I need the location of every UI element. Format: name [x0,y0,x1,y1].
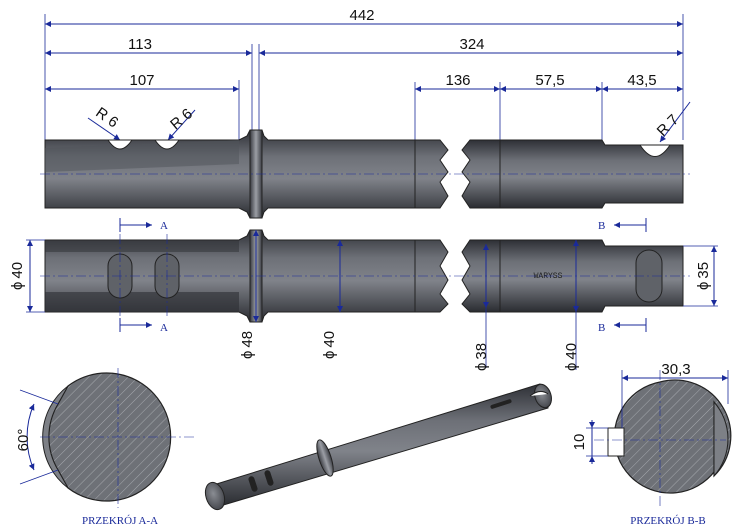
section-markers-bottom: A B [119,318,647,334]
dia-48-symbol: ϕ [239,351,256,359]
dim-43-5: 43,5 [627,72,656,89]
dia-40-right-value: 40 [563,343,580,360]
dimension-right-sections: 136 57,5 43,5 [414,72,683,140]
dim-30-3: 30,3 [661,361,690,378]
dimension-113-324: 113 324 [45,36,683,140]
section-markers-top: A B [119,218,647,232]
dia-48-value: 48 [239,331,256,348]
dia-35: ϕ 35 [695,262,712,290]
section-a-title: PRZEKRÓJ A-A [82,515,158,527]
radius-right-label: R 7 [654,111,683,140]
dia-40-left-value: 40 [9,262,26,279]
section-b-marker-top: B [598,220,605,232]
dim-10: 10 [571,434,588,451]
dia-40-body-symbol: ϕ [321,351,338,359]
section-a-marker-bottom: A [160,322,168,334]
shaft-top-view [40,129,690,219]
dia-48: ϕ 48 [239,331,256,359]
radius-left-1-label: R 6 [92,104,121,131]
dia-38: ϕ 38 [473,343,490,371]
part-marking: WARYSS [534,272,563,281]
dia-38-symbol: ϕ [473,363,490,371]
dia-40-left-symbol: ϕ [9,282,26,290]
section-a-a: 60° PRZEKRÓJ A-A [15,368,196,527]
diameter-dimensions: ϕ 40 ϕ 48 ϕ 40 ϕ 38 ϕ 40 ϕ 35 [9,230,718,371]
radius-leaders: R 6 R 6 R 7 [87,101,691,143]
dia-38-value: 38 [473,343,490,360]
dim-107: 107 [129,72,154,89]
dia-40-left: ϕ 40 [9,262,26,290]
dia-40-right-symbol: ϕ [563,363,580,371]
radius-left-2-label: R 6 [167,105,196,133]
dimension-107: 107 [45,72,240,140]
section-b-marker-bottom: B [598,322,605,334]
dim-442: 442 [349,7,374,24]
dia-35-value: 35 [695,262,712,279]
section-b-title: PRZEKRÓJ B-B [630,515,706,527]
section-b-b: 30,3 10 PRZEKRÓJ B-B [571,361,732,527]
dia-40-body-value: 40 [321,331,338,348]
dim-324: 324 [459,36,484,53]
shaft-side-view: WARYSS [40,229,690,323]
dia-40-right: ϕ 40 [563,343,580,371]
section-a-marker-top: A [160,220,168,232]
dim-113: 113 [128,36,152,53]
angle-60-label: 60° [15,429,32,452]
dim-136: 136 [445,72,470,89]
dimension-overall: 442 [44,7,684,140]
dia-40-body: ϕ 40 [321,331,338,359]
dim-57-5: 57,5 [535,72,564,89]
shaft-3d-view [204,383,552,511]
dia-35-symbol: ϕ [695,282,712,290]
